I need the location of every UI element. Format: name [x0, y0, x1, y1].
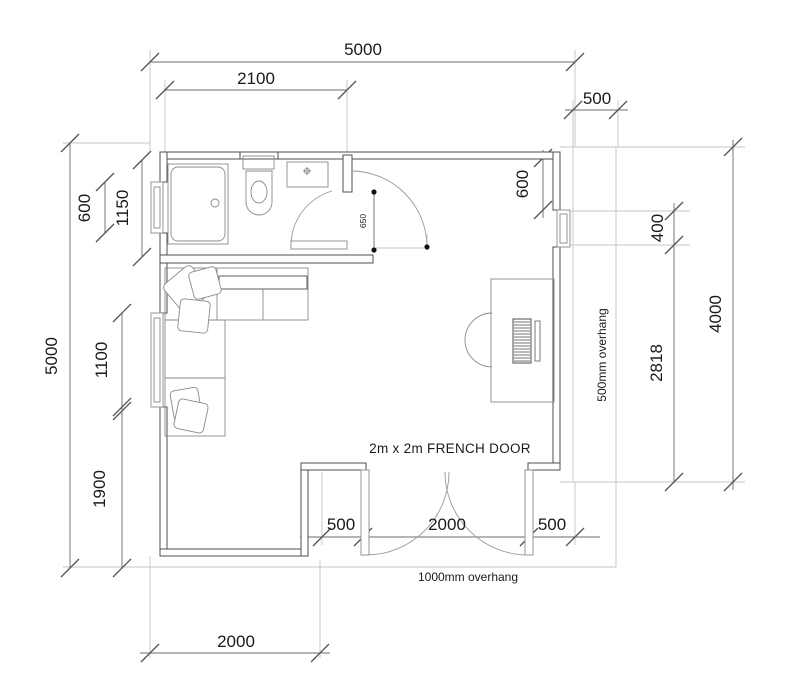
- dim-top-overall: 5000: [344, 40, 382, 59]
- dim-left-window-lower: 1100: [92, 342, 111, 379]
- toilet: [242, 155, 275, 216]
- sofa-cushions: [163, 265, 222, 434]
- dim-right-lower: 2818: [647, 344, 666, 382]
- office-chair: [464, 312, 493, 368]
- bathroom: [167, 155, 430, 253]
- dim-top-overhang: 500: [583, 89, 611, 108]
- dim-bottom-right-seg: 500: [538, 515, 566, 534]
- dim-bottom-left-seg: 500: [327, 515, 355, 534]
- dim-left-overall: 5000: [42, 337, 61, 375]
- extension-lines: [63, 50, 745, 658]
- dim-left-window-upper: 600: [75, 194, 94, 222]
- window-west-lower: [150, 312, 164, 408]
- dimension-labels: 5000 2100 500 5000 600 1150 1100 1900 60…: [42, 40, 725, 651]
- bathroom-door: [290, 170, 430, 253]
- desk: [464, 278, 555, 403]
- sink: [286, 161, 329, 188]
- overhang-right-label: 500mm overhang: [595, 308, 609, 401]
- wall-west-lower: [159, 406, 168, 557]
- dimension-lines: [69, 61, 734, 654]
- french-door-leaf-right: [524, 469, 534, 556]
- dim-left-bathroom: 1150: [113, 190, 132, 227]
- computer-monitor: [512, 318, 541, 364]
- sofa: [163, 265, 309, 437]
- dim-right-window-offset: 600: [513, 170, 532, 198]
- wall-frenchdoor-right: [527, 462, 561, 471]
- wall-frenchdoor-left: [300, 462, 367, 471]
- wall-bathroom-south: [159, 254, 374, 264]
- dim-bottom-porch: 2000: [217, 632, 255, 651]
- dim-bottom-door: 2000: [428, 515, 466, 534]
- dim-top-bathroom: 2100: [237, 69, 275, 88]
- wall-bathroom-door-stub: [342, 154, 353, 193]
- bathroom-door-leaf: [290, 240, 348, 250]
- annotations: 2m x 2m FRENCH DOOR 1000mm overhang 500m…: [369, 308, 609, 584]
- windows: [150, 181, 571, 408]
- wall-south-west: [159, 548, 308, 557]
- window-east: [556, 209, 571, 248]
- overhang-bottom-label: 1000mm overhang: [418, 570, 518, 584]
- french-door-leaf-left: [360, 469, 370, 556]
- wall-west-upper: [159, 151, 168, 183]
- wall-porch-return: [300, 469, 309, 557]
- wall-east-upper: [552, 151, 561, 211]
- wall-north: [159, 151, 561, 160]
- french-door: [360, 469, 534, 556]
- dim-left-wall-bottom: 1900: [90, 470, 109, 508]
- walls: [159, 151, 561, 557]
- window-west-upper: [150, 181, 164, 234]
- shower: [167, 163, 229, 245]
- dim-right-overall: 4000: [706, 295, 725, 333]
- french-door-note: 2m x 2m FRENCH DOOR: [369, 441, 531, 456]
- wall-west-mid: [159, 232, 168, 314]
- dim-bath-door: 650: [358, 214, 368, 228]
- dim-right-window: 400: [648, 214, 667, 242]
